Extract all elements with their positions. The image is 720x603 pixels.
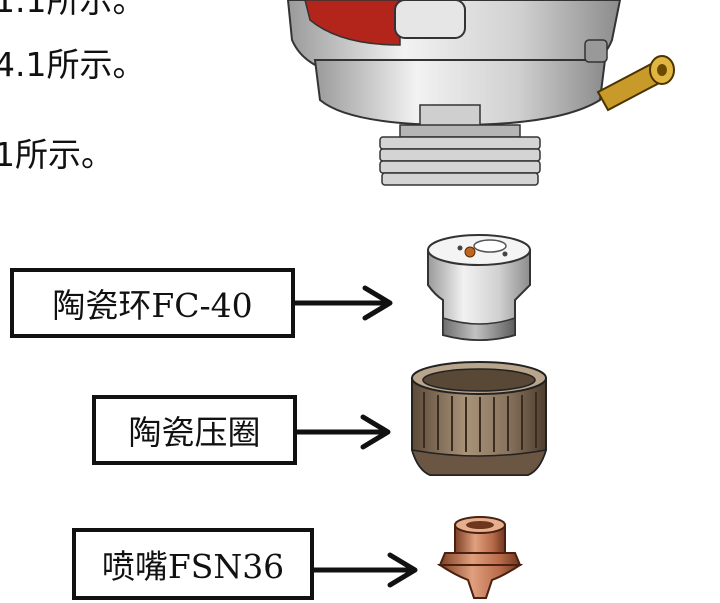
brass-connector-icon xyxy=(596,55,675,112)
callout-nozzle-label: 喷嘴FSN36 xyxy=(101,547,285,586)
ceramic-pressure-ring-part xyxy=(410,361,548,476)
document-text-line-3: 1所示。 xyxy=(0,135,114,174)
callout-ceramic-pressure-ring: 陶瓷压圈 xyxy=(92,395,297,465)
document-text-line-1: 1.1所示。 xyxy=(0,0,146,20)
document-text-line-2: 4.1所示。 xyxy=(0,45,146,84)
arrow-2 xyxy=(294,414,391,450)
arrow-1 xyxy=(292,285,393,321)
callout-ceramic-pressure-ring-label: 陶瓷压圈 xyxy=(128,413,261,452)
callout-ceramic-ring: 陶瓷环FC-40 xyxy=(10,268,295,338)
callout-ceramic-ring-label: 陶瓷环FC-40 xyxy=(52,286,253,325)
ceramic-ring-part xyxy=(427,234,531,341)
nozzle-part xyxy=(436,516,524,599)
callout-nozzle: 喷嘴FSN36 xyxy=(72,528,314,600)
thread-rings xyxy=(379,136,541,186)
cutting-head-body xyxy=(286,0,675,186)
arrow-3 xyxy=(311,552,418,588)
